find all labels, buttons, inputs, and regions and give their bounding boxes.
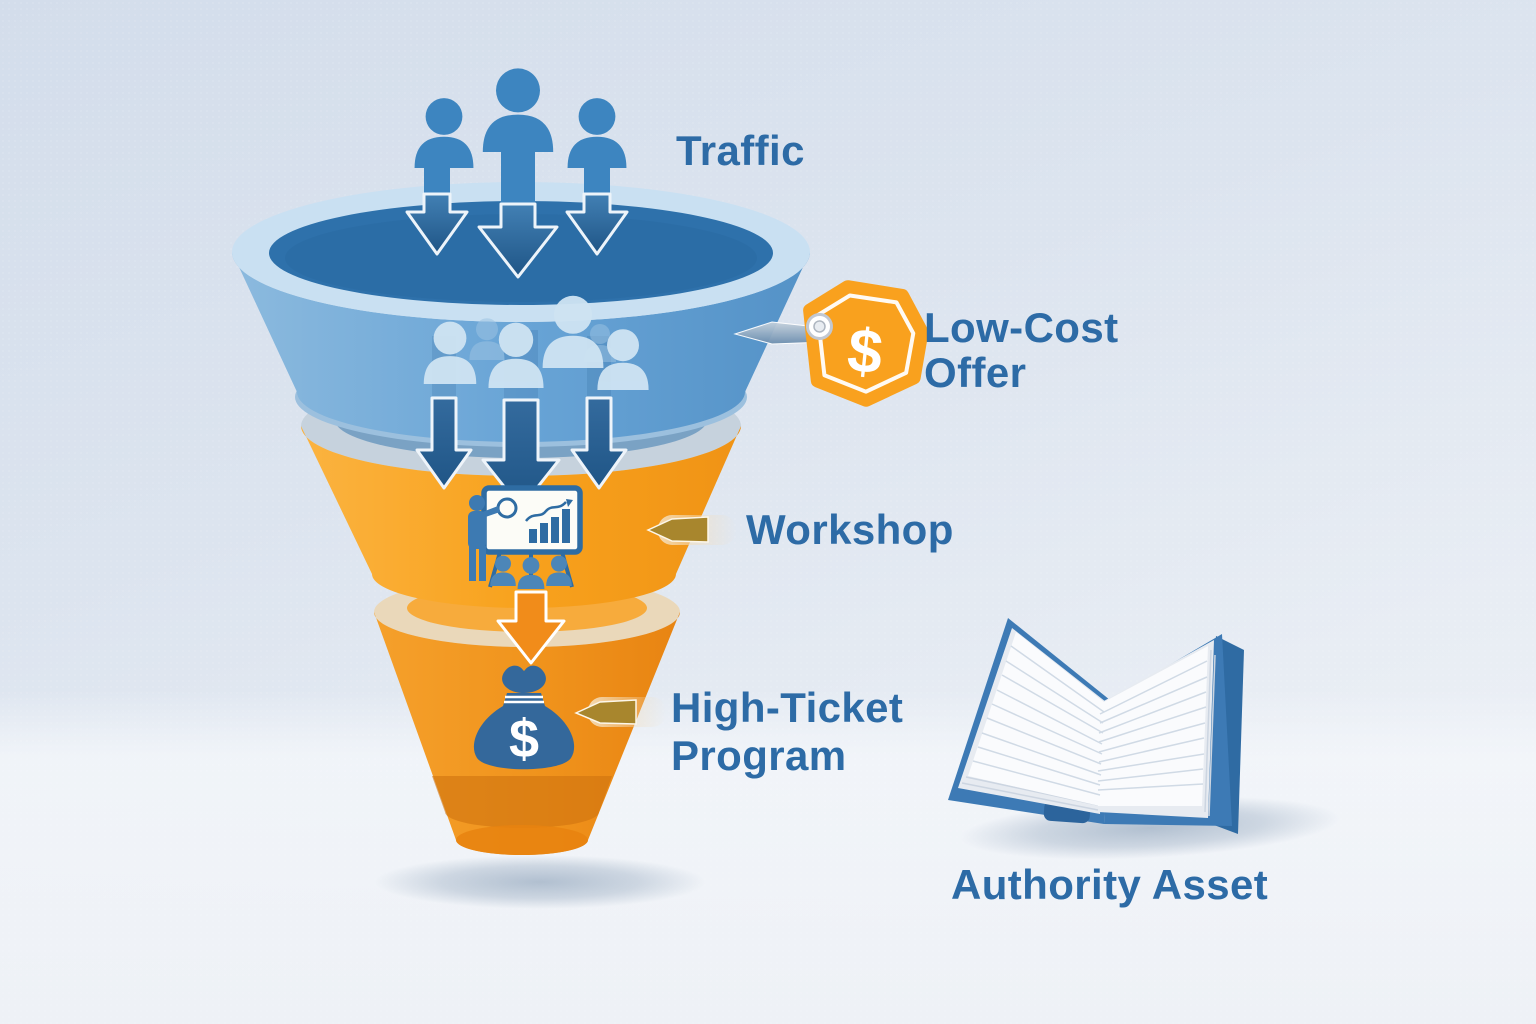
whiteboard-chart	[529, 509, 570, 543]
label-workshop: Workshop	[746, 507, 954, 553]
money-bag-icon: $	[473, 665, 575, 770]
tag-dollar-text: $	[844, 316, 886, 388]
presenter-icon	[468, 495, 500, 581]
label-authority-asset: Authority Asset	[951, 862, 1268, 908]
label-line: Traffic	[676, 127, 805, 174]
down-arrow-orange-icon	[496, 590, 566, 665]
bag-dollar-text: $	[509, 709, 539, 769]
label-line: Authority Asset	[951, 861, 1269, 908]
label-line: Program	[671, 732, 847, 779]
label-traffic: Traffic	[676, 128, 805, 174]
label-line: High-Ticket	[671, 684, 904, 731]
label-line: Low-Cost	[924, 304, 1119, 351]
leader-dart-high-ticket	[574, 697, 666, 727]
workshop-presentation-icon	[468, 485, 583, 589]
label-line: Offer	[924, 349, 1027, 396]
price-tag-icon: $	[803, 280, 929, 407]
label-line: Workshop	[746, 506, 954, 553]
book-page-lines	[972, 645, 1208, 796]
label-high-ticket-program: High-Ticket Program	[671, 684, 903, 780]
label-low-cost-offer: Low-Cost Offer	[924, 305, 1119, 395]
down-arrows-mid-icon	[415, 396, 628, 510]
open-book-icon	[948, 618, 1340, 860]
leader-dart-workshop	[646, 515, 736, 545]
funnel-shadow	[375, 855, 705, 909]
